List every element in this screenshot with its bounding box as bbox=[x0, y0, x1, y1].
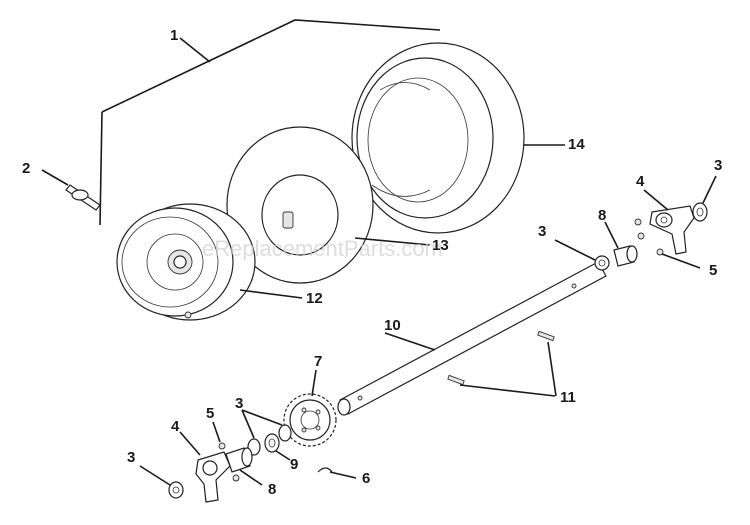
inner-tube-13[interactable] bbox=[226, 126, 431, 284]
watermark: eReplacementParts.com bbox=[202, 236, 443, 261]
keys-11[interactable] bbox=[447, 330, 557, 397]
callout-8-right: 8 bbox=[598, 207, 606, 224]
callout-12: 12 bbox=[306, 290, 323, 307]
washer-3-right-top[interactable] bbox=[692, 175, 717, 222]
washer-3-bottom-left[interactable] bbox=[139, 465, 184, 499]
callout-4-right: 4 bbox=[636, 173, 645, 190]
callout-14: 14 bbox=[568, 136, 585, 153]
assembly-bracket-1 bbox=[99, 19, 441, 226]
bolts-5-right[interactable] bbox=[634, 218, 701, 269]
callout-3-bottom-mid: 3 bbox=[235, 395, 243, 412]
washer-3-right-mid[interactable] bbox=[554, 239, 610, 271]
bearing-flange-4-right[interactable] bbox=[643, 189, 695, 255]
gear-7[interactable] bbox=[283, 369, 337, 447]
callout-3-right-mid: 3 bbox=[538, 223, 546, 240]
bolts-5-left[interactable] bbox=[212, 421, 240, 482]
bearing-flange-4-left[interactable] bbox=[179, 431, 231, 503]
washers-3-bottom[interactable] bbox=[241, 409, 292, 456]
callout-8-left: 8 bbox=[268, 481, 276, 498]
callout-5-left: 5 bbox=[206, 405, 214, 422]
callout-10: 10 bbox=[384, 317, 401, 334]
callout-4-left: 4 bbox=[171, 418, 180, 435]
axle-10[interactable] bbox=[337, 261, 607, 416]
wheel-rim-12[interactable] bbox=[116, 203, 303, 321]
callout-3-right-top: 3 bbox=[714, 157, 722, 174]
bearing-9[interactable] bbox=[264, 433, 291, 461]
callout-5-right: 5 bbox=[709, 262, 717, 279]
key-6[interactable] bbox=[317, 467, 357, 479]
hitch-pin-2[interactable] bbox=[41, 169, 101, 211]
callout-2: 2 bbox=[22, 160, 30, 177]
callout-9: 9 bbox=[290, 456, 298, 473]
callout-3-bottom-left: 3 bbox=[127, 449, 135, 466]
tire-14[interactable] bbox=[351, 42, 565, 234]
callout-7: 7 bbox=[314, 353, 322, 370]
bushing-8-right[interactable] bbox=[604, 221, 638, 267]
callout-6: 6 bbox=[362, 470, 370, 487]
callout-13: 13 bbox=[432, 237, 449, 254]
callout-11: 11 bbox=[560, 389, 576, 406]
callout-1: 1 bbox=[170, 27, 178, 44]
